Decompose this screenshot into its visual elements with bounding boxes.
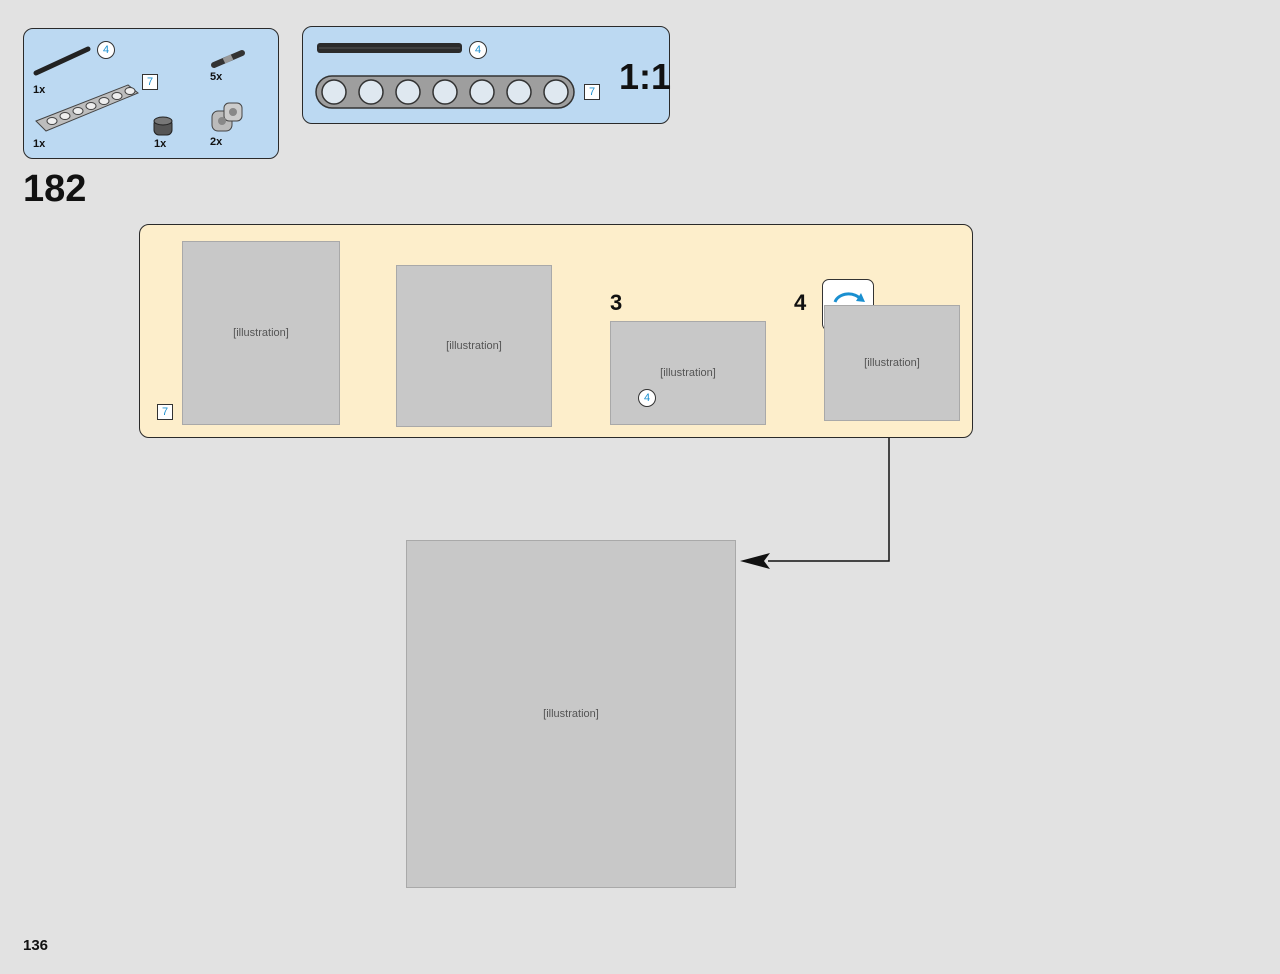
substep-2-illustration: [illustration] <box>396 265 552 427</box>
bush-icon <box>153 116 173 136</box>
scale-label: 1:1 <box>619 56 672 97</box>
main-assembly-illustration: [illustration] <box>406 540 736 888</box>
beam-scale-length: 7 <box>584 84 600 100</box>
step-number: 182 <box>23 168 87 210</box>
beam-qty: 1x <box>33 138 46 150</box>
page-number: 136 <box>23 937 49 954</box>
substep-3-number: 3 <box>610 290 623 315</box>
bush-qty: 1x <box>154 138 167 150</box>
substep-beam-length: 7 <box>157 404 173 420</box>
axle-scale-length: 4 <box>469 41 487 59</box>
substep-axle-length: 4 <box>638 389 656 407</box>
pin-qty: 5x <box>210 71 223 83</box>
connector-qty: 2x <box>210 136 223 148</box>
substep-3-illustration: [illustration] <box>610 321 766 425</box>
beam-scale-icon <box>315 75 575 109</box>
axle-scale-icon <box>317 43 462 53</box>
axle-length-callout: 4 <box>97 41 115 59</box>
axle-qty: 1x <box>33 84 46 96</box>
substep-4-illustration: [illustration] <box>824 305 960 421</box>
scale-reference-panel: 4 7 1:1 <box>302 26 672 124</box>
beam-icon <box>35 84 139 132</box>
subassembly-panel: 1 [illustration] 7 2 [illustration] 3 [i… <box>139 224 973 438</box>
substep-4-number: 4 <box>794 290 807 315</box>
parts-list-panel: 4 1x 5x 7 1x 1x 2x <box>23 28 279 159</box>
substep-1-illustration: [illustration] <box>182 241 340 425</box>
connector-icon <box>211 102 243 132</box>
pin-icon <box>211 50 245 68</box>
axle-icon <box>33 46 91 76</box>
beam-length-callout: 7 <box>142 74 158 90</box>
